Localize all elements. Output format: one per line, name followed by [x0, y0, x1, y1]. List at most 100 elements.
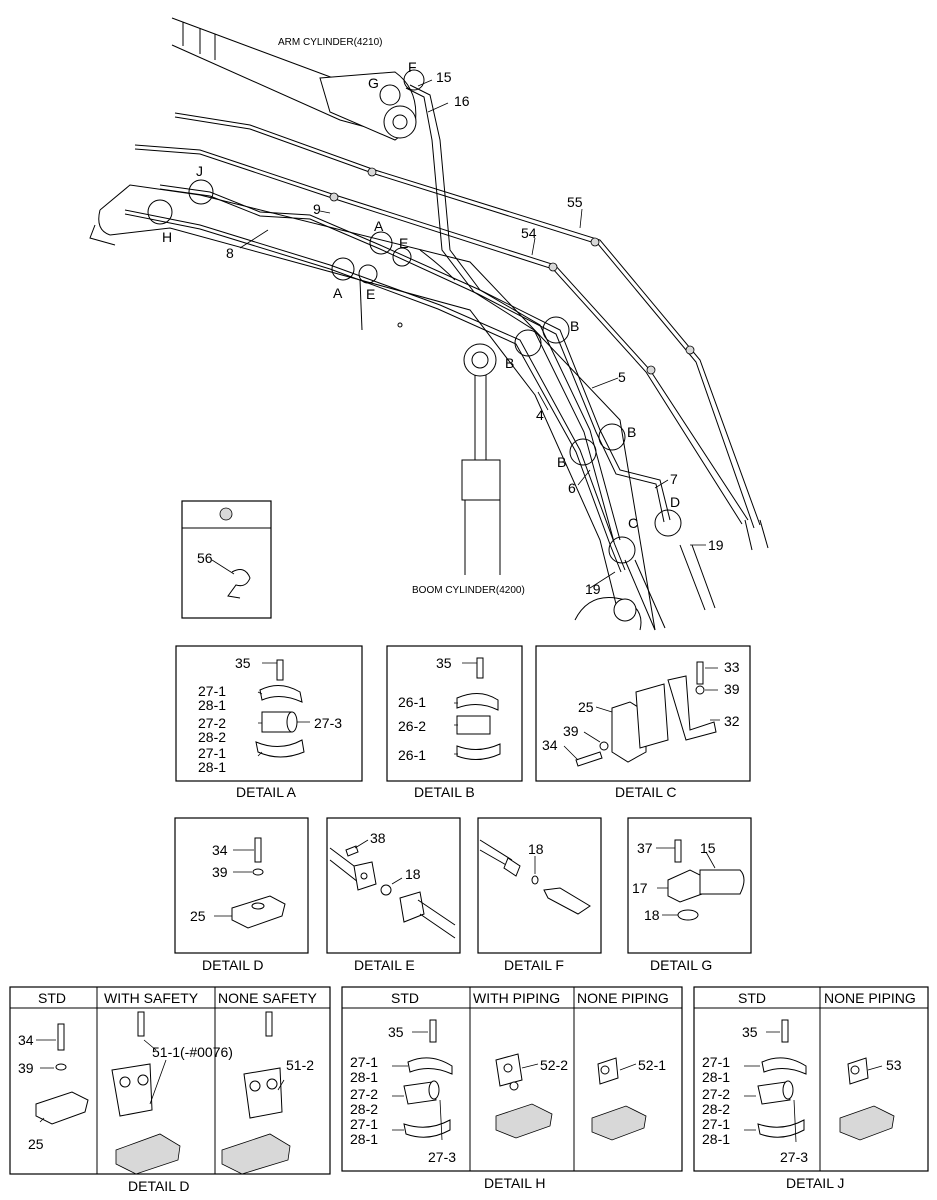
legend-part-label: 56	[197, 550, 213, 566]
boom	[89, 184, 656, 631]
main-assembly	[89, 17, 769, 631]
detail-c-label-32: 32	[724, 713, 740, 729]
table-j-label-28-1b: 28-1	[702, 1131, 730, 1147]
detail-e-label-38: 38	[370, 830, 386, 846]
table-h-label-52-2: 52-2	[540, 1057, 568, 1073]
table-h-label-27-3: 27-3	[428, 1149, 456, 1165]
detail-a-label-28-1b: 28-1	[198, 759, 226, 775]
table-h-label-52-1: 52-1	[638, 1057, 666, 1073]
detail-f-label-18: 18	[528, 841, 544, 857]
part-15: 15	[436, 69, 452, 85]
table-h	[341, 986, 683, 1172]
table-j-label-27-1: 27-1	[702, 1054, 730, 1070]
detail-f	[477, 817, 602, 954]
table-d-header-with-safety: WITH SAFETY	[104, 990, 199, 1006]
table-d-label-34: 34	[18, 1032, 34, 1048]
table-j-label-27-2: 27-2	[702, 1086, 730, 1102]
callout-g: G	[368, 75, 379, 91]
table-h-label-28-1b: 28-1	[350, 1131, 378, 1147]
part-5: 5	[618, 369, 626, 385]
callout-a2: A	[333, 285, 343, 301]
part-7: 7	[670, 471, 678, 487]
detail-g-label-17: 17	[632, 880, 648, 896]
part-8: 8	[226, 245, 234, 261]
callout-f: F	[408, 59, 417, 75]
table-j-header-std: STD	[738, 990, 766, 1006]
table-d-label-51-1: 51-1(-#0076)	[152, 1044, 233, 1060]
detail-b-label-26-2: 26-2	[398, 718, 426, 734]
callout-e1: E	[399, 235, 408, 251]
callout-c: C	[628, 515, 638, 531]
boom-cylinder	[461, 343, 501, 575]
part-19-left: 19	[585, 581, 601, 597]
table-h-header-with-piping: WITH PIPING	[473, 990, 560, 1006]
part-54: 54	[521, 225, 537, 241]
table-d-label-25: 25	[28, 1136, 44, 1152]
table-j-label-28-2: 28-2	[702, 1101, 730, 1117]
detail-c-label-25: 25	[578, 699, 594, 715]
table-h-caption: DETAIL H	[484, 1175, 545, 1191]
hoses	[124, 84, 769, 631]
detail-b-label-35: 35	[436, 655, 452, 671]
part-55: 55	[567, 194, 583, 210]
legend-box	[181, 500, 272, 619]
table-j-label-53: 53	[886, 1057, 902, 1073]
detail-g-label-15: 15	[700, 840, 716, 856]
callout-j: J	[196, 163, 203, 179]
table-d-caption: DETAIL D	[128, 1178, 189, 1194]
table-d-label-51-2: 51-2	[286, 1057, 314, 1073]
detail-b-caption: DETAIL B	[414, 784, 475, 800]
detail-e	[326, 817, 461, 954]
table-h-label-27-1b: 27-1	[350, 1116, 378, 1132]
detail-a	[175, 645, 363, 782]
table-d-header-std: STD	[38, 990, 66, 1006]
detail-c-label-39: 39	[724, 681, 740, 697]
callout-d: D	[670, 494, 680, 510]
table-h-label-27-1: 27-1	[350, 1054, 378, 1070]
detail-a-label-27-2: 27-2	[198, 715, 226, 731]
table-j-caption: DETAIL J	[786, 1175, 844, 1191]
table-j-label-27-1b: 27-1	[702, 1116, 730, 1132]
boom-cylinder-label: BOOM CYLINDER(4200)	[412, 585, 525, 596]
table-d-header-none-safety: NONE SAFETY	[218, 990, 317, 1006]
detail-d-label-34: 34	[212, 842, 228, 858]
detail-e-label-18: 18	[405, 866, 421, 882]
detail-b-label-26-1: 26-1	[398, 694, 426, 710]
detail-c-label-34: 34	[542, 737, 558, 753]
detail-g-label-37: 37	[637, 840, 653, 856]
detail-g	[627, 817, 752, 954]
detail-a-label-27-1b: 27-1	[198, 745, 226, 761]
detail-d	[174, 817, 309, 954]
detail-a-label-35: 35	[235, 655, 251, 671]
detail-e-caption: DETAIL E	[354, 957, 415, 973]
part-16: 16	[454, 93, 470, 109]
part-19-right: 19	[708, 537, 724, 553]
table-d-label-39: 39	[18, 1060, 34, 1076]
table-h-label-35: 35	[388, 1024, 404, 1040]
part-9: 9	[313, 201, 321, 217]
part-4: 4	[536, 407, 544, 423]
arm-cylinder	[171, 17, 417, 141]
detail-b-label-26-1b: 26-1	[398, 747, 426, 763]
detail-c	[535, 645, 751, 782]
table-h-label-28-2: 28-2	[350, 1101, 378, 1117]
callout-h: H	[162, 229, 172, 245]
table-d	[9, 986, 331, 1175]
arm-cylinder-label: ARM CYLINDER(4210)	[278, 37, 382, 48]
callout-circles	[147, 69, 682, 564]
callout-b1: B	[570, 318, 579, 334]
table-j	[693, 986, 929, 1172]
detail-d-caption: DETAIL D	[202, 957, 263, 973]
detail-a-label-28-2: 28-2	[198, 729, 226, 745]
callout-b4: B	[557, 454, 566, 470]
detail-a-label-28-1: 28-1	[198, 697, 226, 713]
detail-d-label-39: 39	[212, 864, 228, 880]
detail-c-caption: DETAIL C	[615, 784, 676, 800]
table-h-label-28-1: 28-1	[350, 1069, 378, 1085]
detail-c-label-33: 33	[724, 659, 740, 675]
detail-c-label-39b: 39	[563, 723, 579, 739]
table-j-header-none-piping: NONE PIPING	[824, 990, 916, 1006]
detail-d-label-25: 25	[190, 908, 206, 924]
part-6: 6	[568, 480, 576, 496]
